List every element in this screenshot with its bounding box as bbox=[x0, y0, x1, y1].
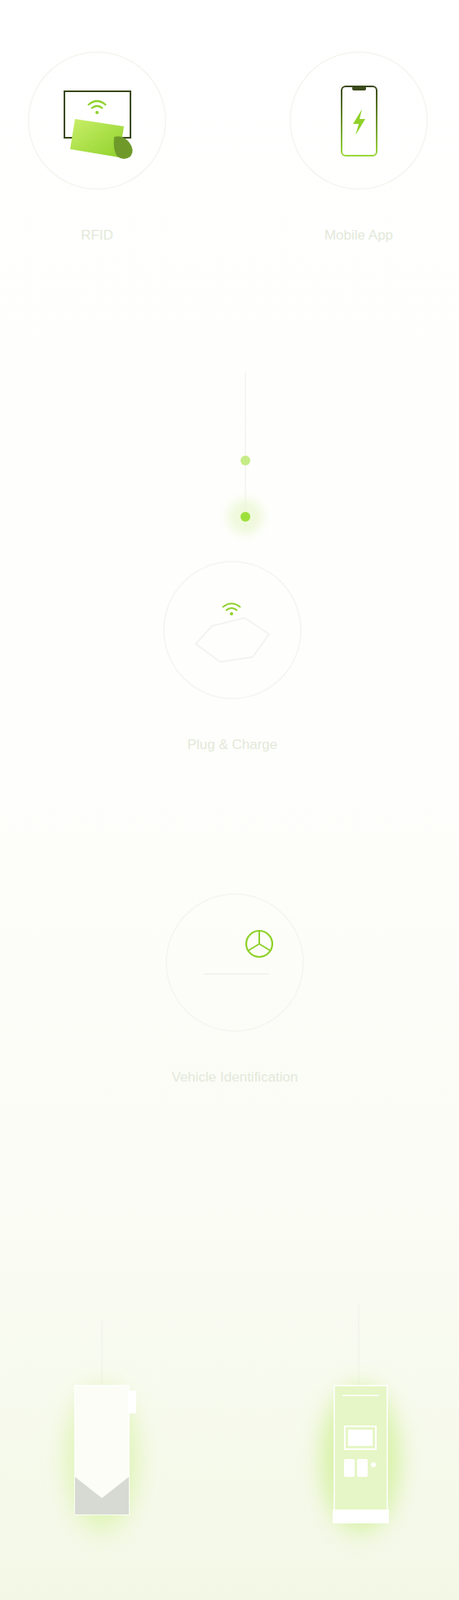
method-label: RFID bbox=[0, 227, 216, 244]
circle-outline bbox=[165, 893, 305, 1033]
method-label: Plug & Charge bbox=[114, 737, 351, 754]
circle-outline bbox=[289, 51, 429, 190]
timeline-line bbox=[227, 372, 264, 535]
logo-icon bbox=[203, 931, 273, 975]
method-circle: Plug & Charge bbox=[163, 560, 302, 700]
charger-right bbox=[321, 1304, 400, 1533]
circle-outline bbox=[163, 560, 302, 700]
method-circle: RFID bbox=[27, 51, 167, 190]
method-label: Mobile App bbox=[240, 227, 459, 244]
method-label: Vehicle Identification bbox=[116, 1069, 354, 1086]
phone-icon bbox=[341, 86, 377, 156]
circle-border bbox=[28, 52, 166, 190]
circle-border bbox=[290, 52, 428, 190]
charger-left bbox=[65, 1320, 139, 1533]
circle-outline bbox=[27, 51, 167, 190]
circle-border bbox=[163, 561, 301, 699]
wifi-car-icon bbox=[195, 604, 270, 663]
method-circle: Vehicle Identification bbox=[165, 893, 305, 1033]
method-circle: Mobile App bbox=[289, 51, 429, 190]
rfid-icon bbox=[64, 91, 133, 159]
circle-border bbox=[166, 894, 304, 1032]
